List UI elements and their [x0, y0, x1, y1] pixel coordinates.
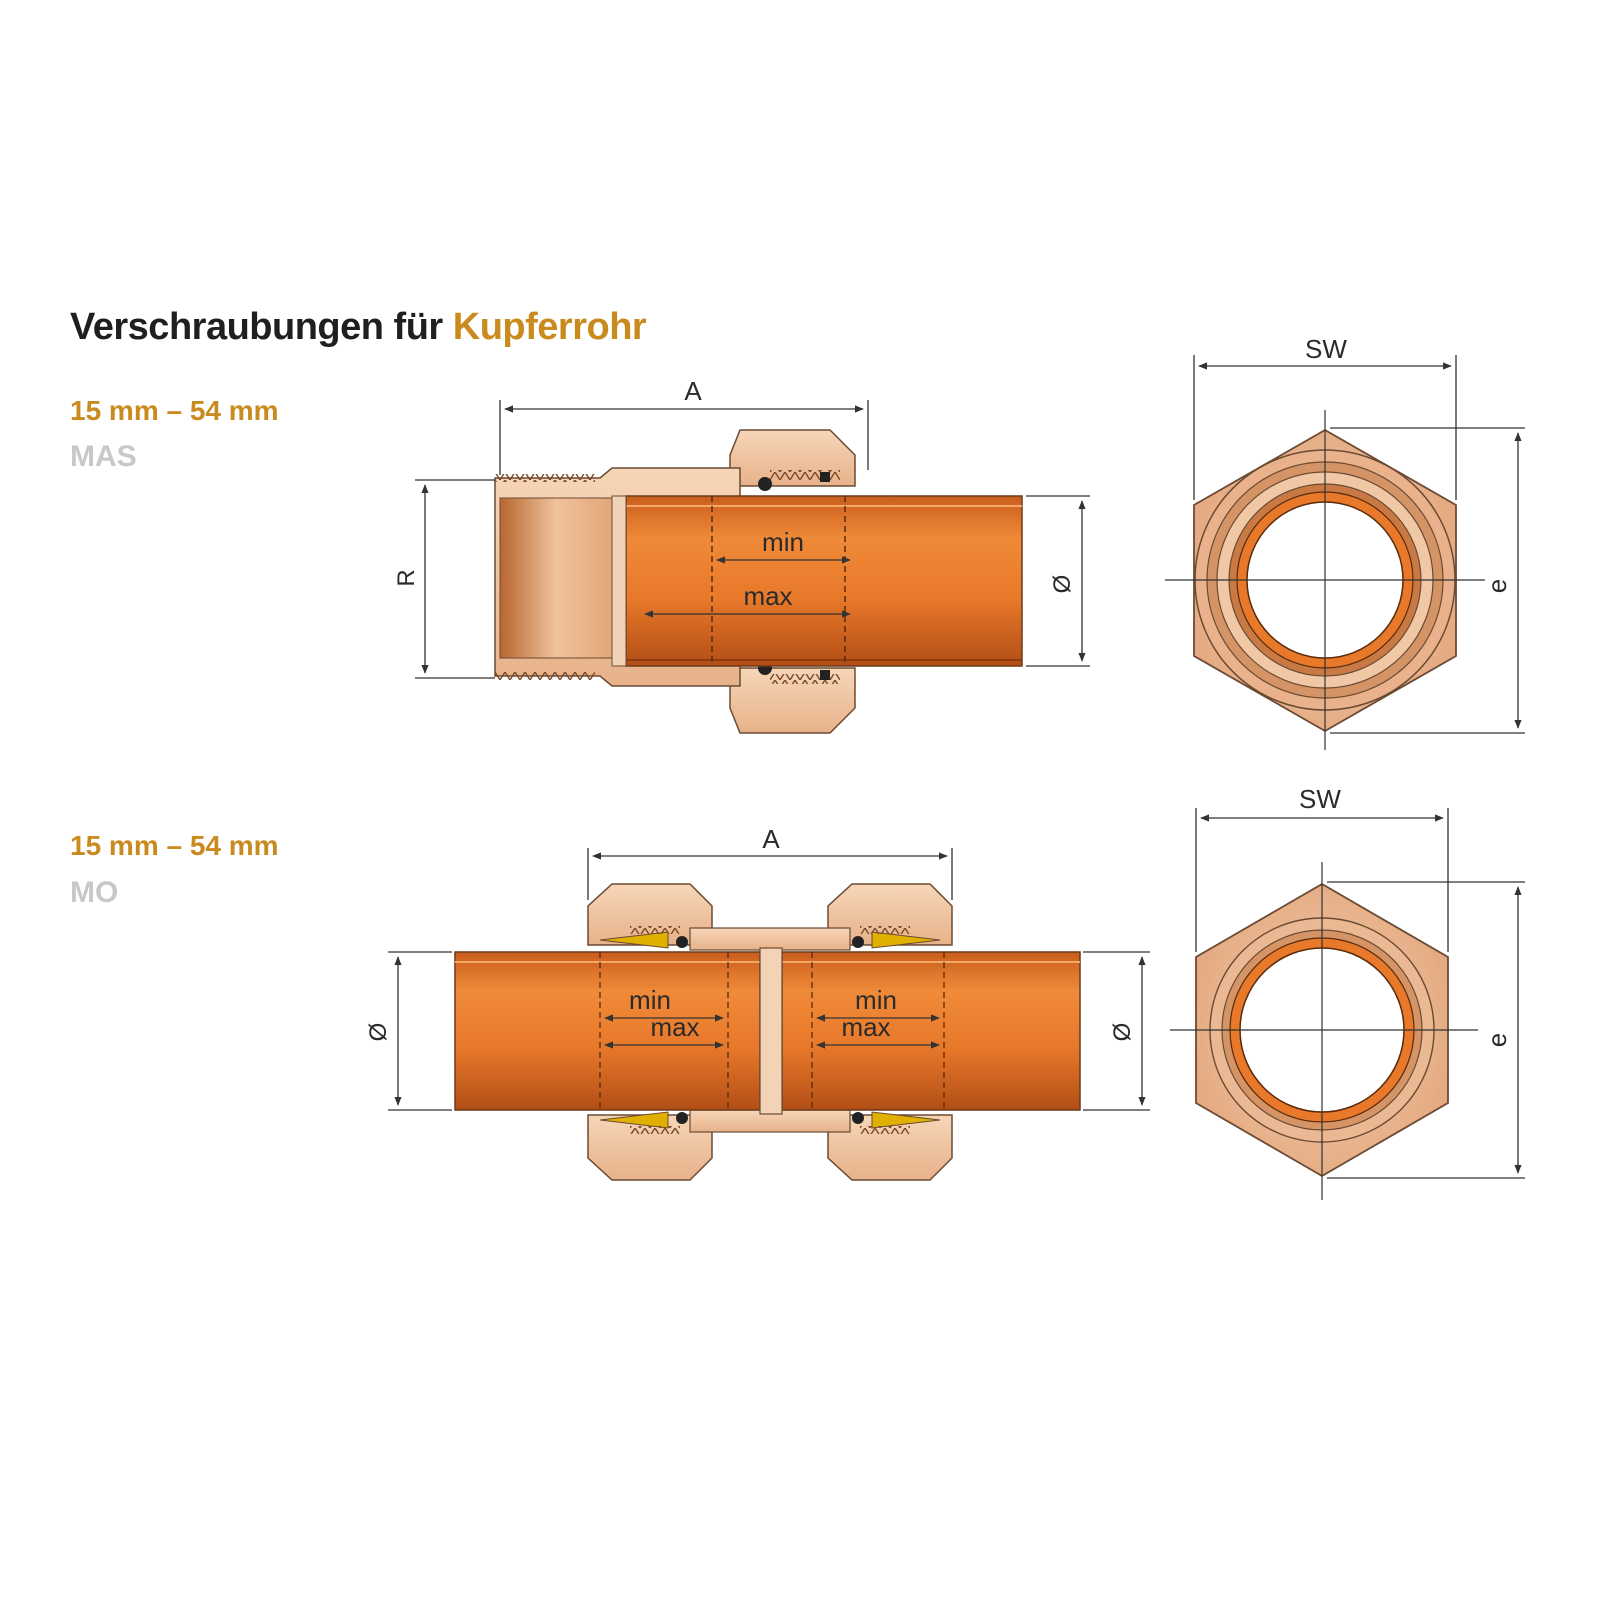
mas-product-code: MAS — [70, 440, 137, 473]
mo-dim-diameter-left: Ø — [365, 1023, 392, 1042]
mas-size-range: 15 mm – 54 mm — [70, 395, 279, 426]
mo-dim-min-left: min — [629, 985, 671, 1015]
mo-product-code: MO — [70, 876, 119, 909]
mo-dim-sw: SW — [1299, 784, 1341, 814]
page-title: Verschraubungen für Kupferrohr — [70, 306, 647, 349]
mo-dim-max-left: max — [650, 1012, 699, 1042]
mas-dim-a: A — [684, 376, 702, 406]
mo-dim-diameter-right: Ø — [1109, 1023, 1136, 1042]
mas-dim-sw: SW — [1305, 334, 1347, 364]
title-accent: Kupferrohr — [452, 306, 647, 348]
mas-dim-r: R — [393, 569, 420, 586]
mas-dim-max: max — [743, 581, 792, 611]
mas-end-dimensions — [1193, 355, 1525, 734]
title-prefix: Verschraubungen für — [70, 306, 443, 348]
mas-dim-min: min — [762, 527, 804, 557]
mas-side-view — [494, 429, 1023, 734]
mo-size-range: 15 mm – 54 mm — [70, 830, 279, 861]
mo-end-view — [1170, 862, 1478, 1200]
mo-dimensions — [388, 848, 1150, 1111]
mas-end-view — [1165, 410, 1485, 750]
mas-dim-diameter: Ø — [1049, 575, 1076, 594]
mo-dim-max-right: max — [841, 1012, 890, 1042]
mas-dim-e: e — [1482, 579, 1512, 593]
mo-dim-a: A — [762, 824, 780, 854]
mo-dim-e: e — [1482, 1033, 1512, 1047]
mas-dimensions — [415, 400, 1090, 679]
mo-side-view — [454, 883, 1081, 1181]
mo-end-dimensions — [1195, 808, 1525, 1179]
mo-dim-min-right: min — [855, 985, 897, 1015]
